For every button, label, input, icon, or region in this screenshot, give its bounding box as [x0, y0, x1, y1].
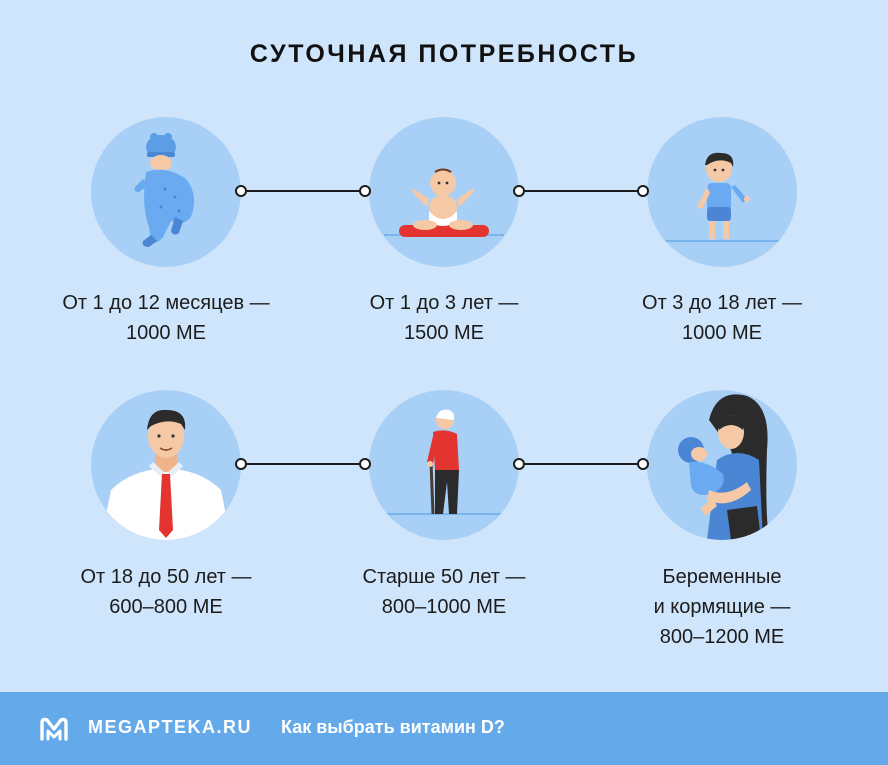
megapteka-logo-icon[interactable] [38, 715, 70, 743]
label-line: От 1 до 3 лет — [369, 292, 519, 314]
label-line: От 18 до 50 лет — [80, 566, 252, 588]
mother-with-baby-icon [647, 390, 797, 540]
label-line: 1000 МЕ [681, 322, 763, 344]
connector-line [512, 184, 650, 198]
label-line: От 3 до 18 лет — [642, 292, 802, 314]
label-line: и кормящие — [653, 596, 791, 618]
man-in-shirt-icon [91, 390, 241, 540]
toddler-icon [369, 117, 519, 267]
age-group-label: Старше 50 лет — 800–1000 МЕ [314, 562, 574, 622]
label-line: 800–1200 МЕ [659, 626, 785, 648]
label-line: 800–1000 МЕ [381, 596, 507, 618]
label-line: Беременные [662, 566, 782, 588]
article-link[interactable]: Как выбрать витамин D? [281, 717, 505, 737]
brand-link[interactable]: MEGAPTEKA.RU [88, 717, 253, 737]
baby-sleeper-icon [91, 117, 241, 267]
page-title: СУТОЧНАЯ ПОТРЕБНОСТЬ [249, 40, 639, 68]
label-line: Старше 50 лет — [362, 566, 526, 588]
label-line: 1500 МЕ [403, 322, 485, 344]
child-icon [647, 117, 797, 267]
age-group-label: От 18 до 50 лет — 600–800 МЕ [36, 562, 296, 622]
label-line: 1000 МЕ [125, 322, 207, 344]
age-group-label: Беременные и кормящие — 800–1200 МЕ [592, 562, 852, 652]
label-line: От 1 до 12 месяцев — [62, 292, 270, 314]
connector-line [512, 457, 650, 471]
age-group-label: От 1 до 3 лет — 1500 МЕ [314, 288, 574, 348]
label-line: 600–800 МЕ [109, 596, 223, 618]
elderly-man-icon [369, 390, 519, 540]
age-group-label: От 3 до 18 лет — 1000 МЕ [592, 288, 852, 348]
footer-bar: MEGAPTEKA.RU Как выбрать витамин D? [0, 692, 888, 765]
connector-line [234, 457, 372, 471]
age-group-label: От 1 до 12 месяцев — 1000 МЕ [36, 288, 296, 348]
connector-line [234, 184, 372, 198]
